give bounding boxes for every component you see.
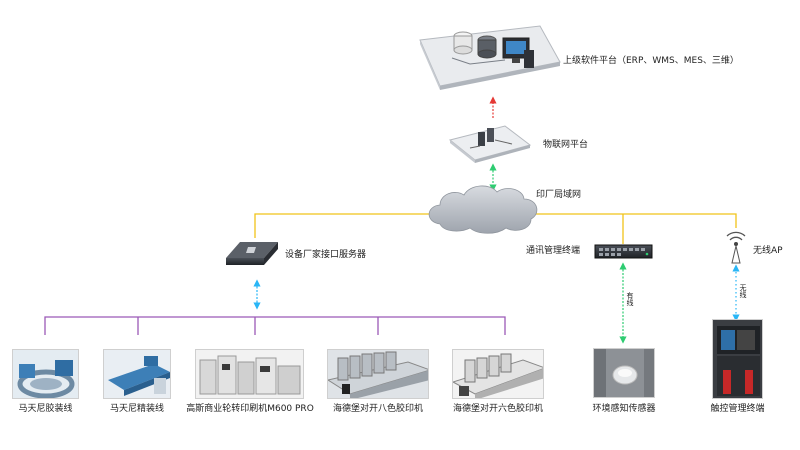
device-caption-7: 触控管理终端 [710, 404, 765, 414]
device-caption-3: 高斯商业轮转印刷机M600 PRO [186, 404, 314, 414]
iot-platform-label: 物联网平台 [543, 140, 589, 150]
device-photo-6-color-press [452, 349, 544, 399]
lan-label: 印厂局域网 [536, 190, 582, 200]
device-photo-binding-line [12, 349, 79, 399]
iot-platform-icon [448, 125, 532, 163]
device-caption-2: 马天尼精装线 [109, 404, 164, 414]
device-caption-6: 环境感知传感器 [592, 404, 656, 414]
wireless-link-label: 无线 [739, 284, 747, 298]
device-caption-5: 海德堡对开六色胶印机 [452, 404, 543, 414]
device-caption-4: 海德堡对开八色胶印机 [332, 404, 423, 414]
device-photo-touch-terminal [712, 319, 763, 399]
wired-link-label: 有线 [626, 292, 634, 306]
wifi-ap-icon [726, 231, 746, 264]
device-photo-8-color-press [327, 349, 429, 399]
server-box-icon [226, 242, 278, 265]
lan-cloud-icon [428, 185, 538, 234]
comm-terminal-label: 通讯管理终端 [526, 246, 581, 256]
switch-icon [594, 244, 653, 259]
device-photo-env-sensor [593, 348, 655, 398]
device-photo-web-press [195, 349, 304, 399]
top-platform-label: 上级软件平台（ERP、WMS、MES、三维） [563, 56, 739, 66]
device-photo-hardcover-line [103, 349, 171, 399]
equipment-server-label: 设备厂家接口服务器 [285, 250, 367, 260]
software-platform-icon [419, 25, 561, 90]
wireless-ap-label: 无线AP [753, 246, 783, 256]
device-caption-1: 马天尼胶装线 [18, 404, 73, 414]
